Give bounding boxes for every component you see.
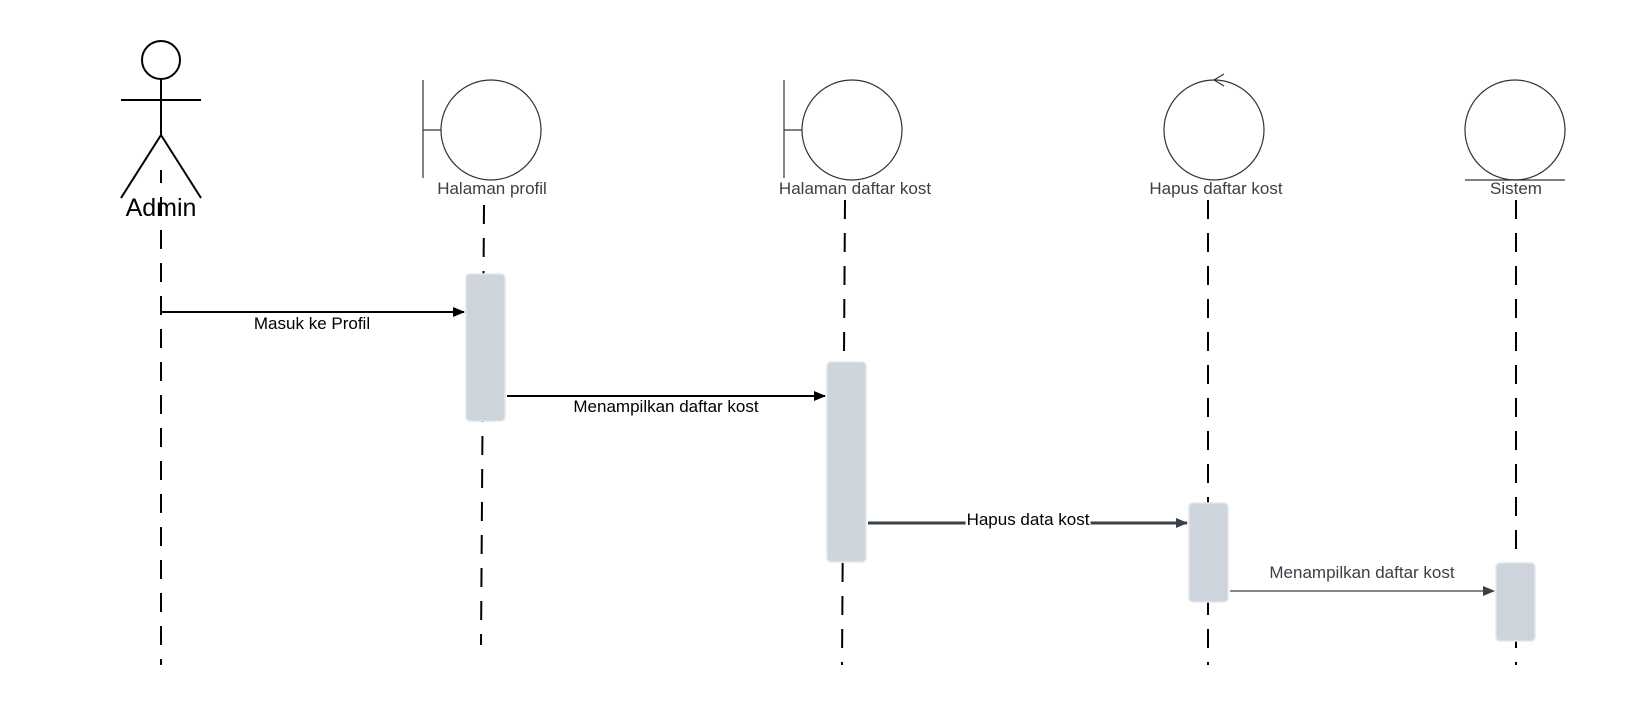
boundary-icon <box>422 79 542 181</box>
participant-name: Sistem <box>1490 179 1542 198</box>
entity-icon <box>1464 79 1566 181</box>
activation-bar <box>1188 502 1229 603</box>
participant-name: Halaman daftar kost <box>778 179 932 198</box>
participant-name: Halaman profil <box>437 179 547 198</box>
activation-bar <box>826 361 867 563</box>
activation-bar <box>465 273 506 422</box>
message-label: Masuk ke Profil <box>253 314 371 333</box>
message-label: Menampilkan daftar kost <box>1269 563 1455 582</box>
actor-head-icon <box>141 40 181 80</box>
actor-name: Admin <box>125 194 197 222</box>
message-label: Hapus data kost <box>965 510 1091 530</box>
boundary-icon <box>783 79 903 181</box>
actor-admin <box>120 40 202 199</box>
message-label: Menampilkan daftar kost <box>573 397 759 416</box>
lifeline-halaman-profil <box>480 204 485 646</box>
activation-bar <box>1495 562 1536 642</box>
participant-name: Hapus daftar kost <box>1149 179 1283 198</box>
control-icon <box>1163 73 1265 181</box>
